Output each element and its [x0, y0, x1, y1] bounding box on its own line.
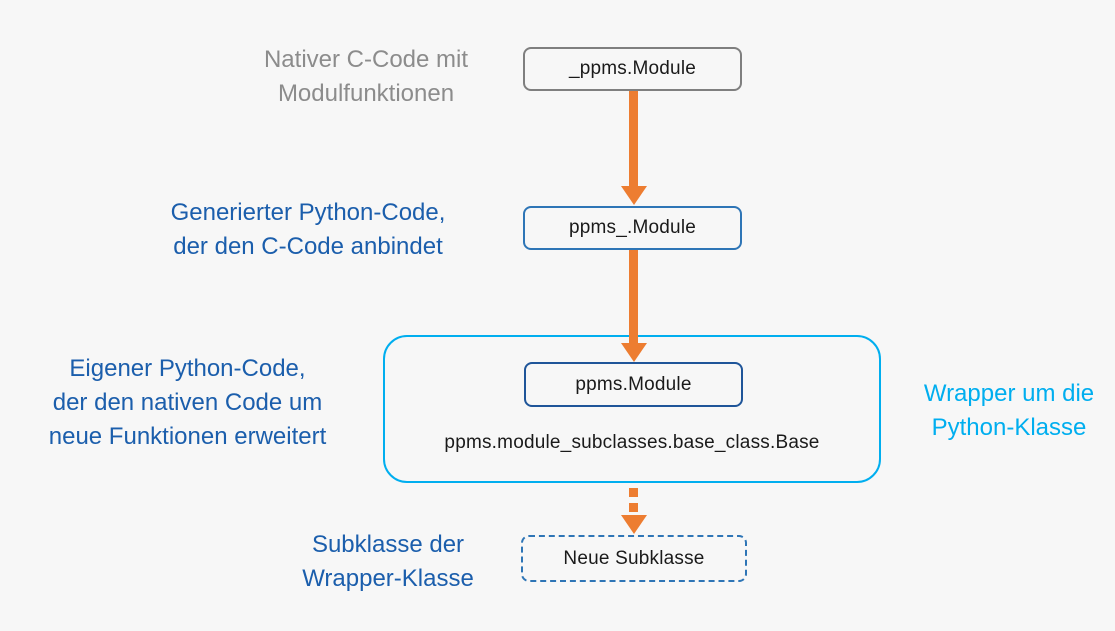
- arrow-head-icon: [620, 343, 647, 362]
- node-label: ppms_.Module: [568, 217, 697, 238]
- arrow-dash: [629, 503, 638, 512]
- arrow-head-icon: [620, 186, 647, 205]
- label-line: Nativer C-Code mit: [263, 46, 469, 73]
- label-line: Modulfunktionen: [277, 80, 455, 107]
- node-generated-module-box: ppms_.Module: [523, 206, 742, 250]
- node-label: ppms.Module: [575, 373, 692, 395]
- node-label: Neue Subklasse: [563, 547, 705, 569]
- arrow-shaft: [629, 250, 638, 344]
- label-line: Wrapper um die: [923, 380, 1095, 407]
- label-line: der den C-Code anbindet: [173, 233, 443, 260]
- label-line: Generierter Python-Code,: [170, 199, 446, 226]
- node-new-subclass-box: Neue Subklasse: [521, 535, 747, 582]
- base-class-path-text: ppms.module_subclasses.base_class.Base: [444, 432, 820, 453]
- label-line: Eigener Python-Code,: [69, 355, 306, 382]
- node-wrapper-module-box: ppms.Module: [524, 362, 743, 407]
- node-native-module-box: _ppms.Module: [523, 47, 742, 91]
- label-line: Python-Klasse: [931, 414, 1087, 441]
- label-own-python-code: Eigener Python-Code, der den nativen Cod…: [15, 352, 360, 454]
- arrow-head-icon: [620, 515, 647, 534]
- node-label: _ppms.Module: [568, 58, 697, 79]
- label-subclass-of-wrapper: Subklasse der Wrapper-Klasse: [218, 528, 558, 596]
- label-native-c-code: Nativer C-Code mit Modulfunktionen: [196, 43, 536, 111]
- arrow-dash: [629, 488, 638, 497]
- label-generated-python-code: Generierter Python-Code, der den C-Code …: [138, 196, 478, 264]
- label-line: der den nativen Code um: [52, 389, 323, 416]
- label-line: neue Funktionen erweitert: [48, 423, 327, 450]
- label-line: Subklasse der: [311, 531, 465, 558]
- label-wrapper-python-class: Wrapper um die Python-Klasse: [879, 377, 1115, 445]
- arrow-shaft: [629, 91, 638, 187]
- label-line: Wrapper-Klasse: [302, 565, 474, 592]
